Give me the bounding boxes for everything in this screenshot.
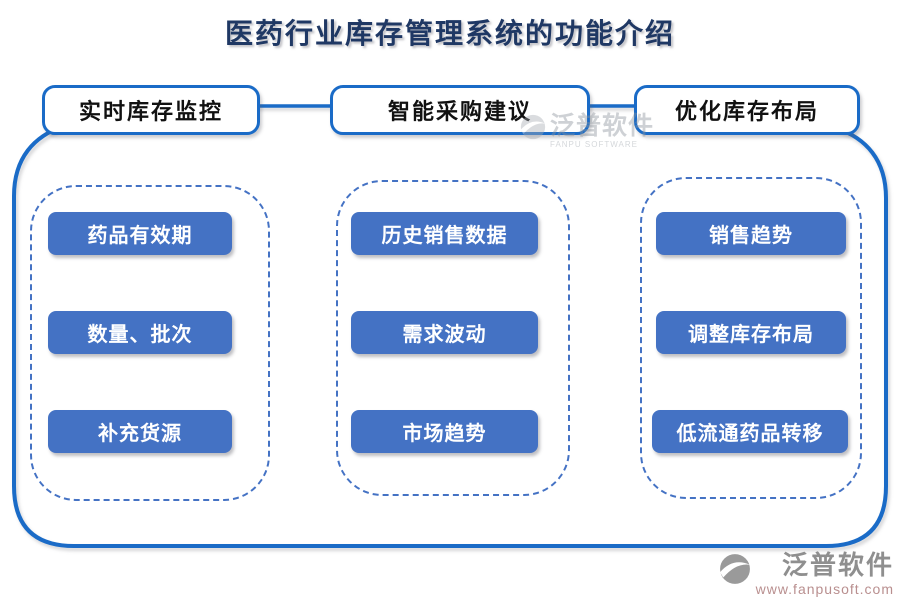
feature-item-market-trend: 市场趋势: [351, 410, 538, 453]
feature-group-box-2: [336, 180, 570, 496]
feature-item-quantity-batch: 数量、批次: [48, 311, 232, 354]
feature-item-demand-fluctuation: 需求波动: [351, 311, 538, 354]
column-header-label: 实时库存监控: [78, 99, 223, 124]
feature-item-replenish-supply: 补充货源: [48, 410, 232, 453]
feature-item-adjust-inventory-layout: 调整库存布局: [656, 311, 846, 354]
footer-brand: 泛普软件 www.fanpusoft.com: [719, 553, 894, 596]
feature-item-drug-expiry: 药品有效期: [48, 212, 232, 255]
diagram-title: 医药行业库存管理系统的功能介绍: [224, 19, 675, 50]
column-header-realtime-inventory-monitoring: 实时库存监控: [42, 85, 260, 135]
feature-group-box-3: [640, 177, 862, 499]
feature-item-historical-sales-data: 历史销售数据: [351, 212, 538, 255]
column-header-label: 智能采购建议: [387, 99, 532, 124]
column-header-optimize-inventory-layout: 优化库存布局: [634, 85, 860, 135]
feature-item-sales-trend: 销售趋势: [656, 212, 846, 255]
column-header-label: 优化库存布局: [674, 99, 819, 124]
column-header-smart-purchase-suggestion: 智能采购建议: [330, 85, 590, 135]
feature-group-box-1: [30, 185, 270, 501]
feature-item-low-circulation-drug-transfer: 低流通药品转移: [652, 410, 848, 453]
container-outline: [12, 124, 888, 548]
fanpu-logo-icon: [719, 554, 750, 584]
footer-brand-name: 泛普软件: [781, 551, 894, 580]
footer-brand-url: www.fanpusoft.com: [755, 581, 894, 597]
